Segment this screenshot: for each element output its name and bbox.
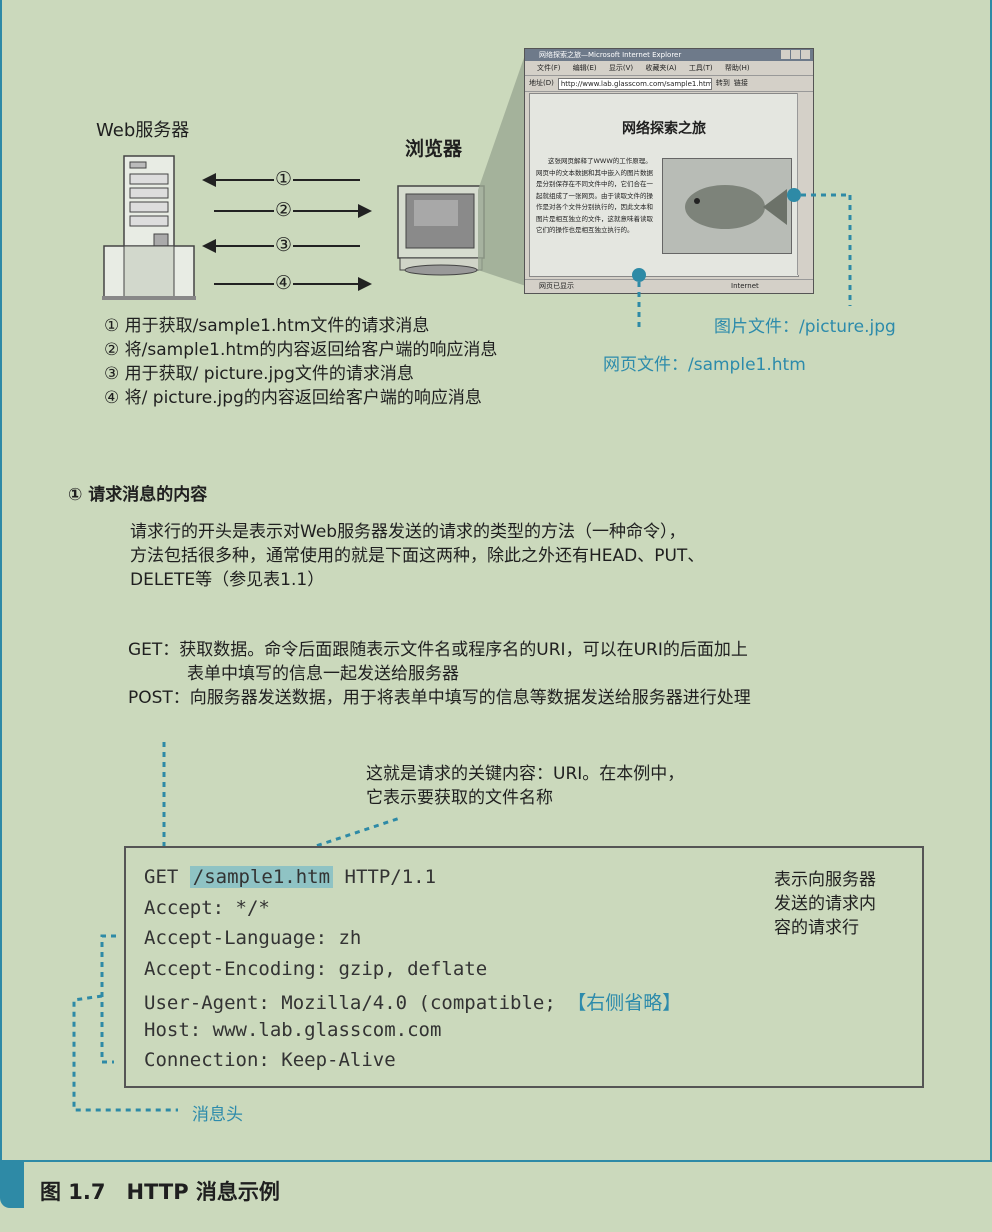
note-line: 表示向服务器 <box>774 870 876 890</box>
para-line: 方法包括很多种，通常使用的就是下面这两种，除此之外还有HEAD、PUT、 <box>130 546 705 566</box>
caption-bar <box>0 1162 992 1232</box>
legend: ① 用于获取/sample1.htm文件的请求消息 ② 将/sample1.ht… <box>104 314 497 410</box>
go-button[interactable]: 转到 <box>715 79 730 87</box>
omitted-note: 【右侧省略】 <box>567 992 682 1014</box>
menu-help[interactable]: 帮助(H) <box>724 64 750 72</box>
ie-addressbar: 地址(D) http://www.lab.glasscom.com/sample… <box>525 76 813 92</box>
note-line: 容的请求行 <box>774 918 859 938</box>
status-text: 网页已显示 <box>539 282 574 290</box>
uri-note-line: 它表示要获取的文件名称 <box>366 788 553 808</box>
header-user-agent: User-Agent: Mozilla/4.0 (compatible; 【右侧… <box>144 988 681 1015</box>
browser-label: 浏览器 <box>405 138 463 160</box>
request-uri: /sample1.htm <box>189 866 334 888</box>
http-request-box: GET /sample1.htm HTTP/1.1 Accept: */* Ac… <box>124 846 924 1088</box>
para-line: DELETE等（参见表1.1） <box>130 570 325 590</box>
ie-content: 网络探索之旅 这张网页解释了WWW的工作原理。网页中的文本数据和其中嵌入的图片数… <box>529 93 799 277</box>
server-label: Web服务器 <box>96 120 190 141</box>
zoom-funnel <box>478 52 526 286</box>
ie-statusbar: 网页已显示 Internet <box>525 279 813 293</box>
uri-note: 这就是请求的关键内容：URI。在本例中， 它表示要获取的文件名称 <box>366 762 684 810</box>
page-file-label: 网页文件：/sample1.htm <box>603 355 806 375</box>
address-label: 地址(D) <box>529 79 554 87</box>
menu-view[interactable]: 显示(V) <box>608 64 634 72</box>
ie-window: 网络探索之旅—Microsoft Internet Explorer 文件(F)… <box>524 48 814 294</box>
request-line-note: 表示向服务器 发送的请求内 容的请求行 <box>774 868 876 940</box>
para-line: 请求行的开头是表示对Web服务器发送的请求的类型的方法（一种命令）， <box>130 522 686 542</box>
fish-image <box>662 158 792 254</box>
figure-caption: 图 1.7 HTTP 消息示例 <box>40 1180 280 1204</box>
menu-file[interactable]: 文件(F) <box>537 64 561 72</box>
section-paragraph: 请求行的开头是表示对Web服务器发送的请求的类型的方法（一种命令）， 方法包括很… <box>130 520 704 592</box>
uri-note-line: 这就是请求的关键内容：URI。在本例中， <box>366 764 685 784</box>
header-accept-language: Accept-Language: zh <box>144 927 362 949</box>
caption-tab <box>0 1162 24 1208</box>
close-icon[interactable] <box>801 50 810 59</box>
headers-label: 消息头 <box>192 1105 243 1125</box>
arrow-4-label: ④ <box>274 272 294 294</box>
ie-menubar: 文件(F) 编辑(E) 显示(V) 收藏夹(A) 工具(T) 帮助(H) <box>525 61 813 76</box>
header-accept-encoding: Accept-Encoding: gzip, deflate <box>144 958 488 980</box>
status-zone: Internet <box>731 282 759 290</box>
user-agent-value: User-Agent: Mozilla/4.0 (compatible; <box>144 992 556 1014</box>
minimize-icon[interactable] <box>781 50 790 59</box>
arrow-2-label: ② <box>274 199 294 221</box>
request-method: GET <box>144 866 179 888</box>
server-icon <box>102 155 196 300</box>
methods: GET：获取数据。命令后面跟随表示文件名或程序名的URI，可以在URI的后面加上… <box>128 638 751 710</box>
picture-file-label: 图片文件：/picture.jpg <box>714 317 896 337</box>
header-connection: Connection: Keep-Alive <box>144 1049 396 1071</box>
ie-titlebar: 网络探索之旅—Microsoft Internet Explorer <box>525 49 813 61</box>
header-accept: Accept: */* <box>144 897 270 919</box>
request-line: GET /sample1.htm HTTP/1.1 <box>144 866 436 888</box>
maximize-icon[interactable] <box>791 50 800 59</box>
arrow-1-label: ① <box>274 168 294 190</box>
request-version: HTTP/1.1 <box>344 866 437 888</box>
legend-item: ③ 用于获取/ picture.jpg文件的请求消息 <box>104 364 414 384</box>
file-callouts <box>632 188 852 332</box>
section-title: ① 请求消息的内容 <box>68 485 208 505</box>
links-button[interactable]: 链接 <box>733 79 748 87</box>
ie-title: 网络探索之旅—Microsoft Internet Explorer <box>539 51 682 59</box>
legend-item: ① 用于获取/sample1.htm文件的请求消息 <box>104 316 430 336</box>
legend-item: ② 将/sample1.htm的内容返回给客户端的响应消息 <box>104 340 498 360</box>
page-heading: 网络探索之旅 <box>622 121 706 137</box>
address-input[interactable]: http://www.lab.glasscom.com/sample1.htm <box>557 77 712 90</box>
header-host: Host: www.lab.glasscom.com <box>144 1019 442 1041</box>
menu-favorites[interactable]: 收藏夹(A) <box>645 64 677 72</box>
menu-edit[interactable]: 编辑(E) <box>572 64 597 72</box>
get-method-line-2: 表单中填写的信息一起发送给服务器 <box>187 664 459 684</box>
note-line: 发送的请求内 <box>774 894 876 914</box>
page-body-text: 这张网页解释了WWW的工作原理。网页中的文本数据和其中嵌入的图片数据是分别保存在… <box>536 157 653 234</box>
post-method-line: POST：向服务器发送数据，用于将表单中填写的信息等数据发送给服务器进行处理 <box>128 688 751 708</box>
menu-tools[interactable]: 工具(T) <box>688 64 713 72</box>
get-method-line: GET：获取数据。命令后面跟随表示文件名或程序名的URI，可以在URI的后面加上 <box>128 640 748 660</box>
monitor-icon <box>397 185 485 276</box>
scrollbar[interactable] <box>797 93 810 275</box>
arrow-3-label: ③ <box>274 234 294 256</box>
legend-item: ④ 将/ picture.jpg的内容返回给客户端的响应消息 <box>104 388 482 408</box>
